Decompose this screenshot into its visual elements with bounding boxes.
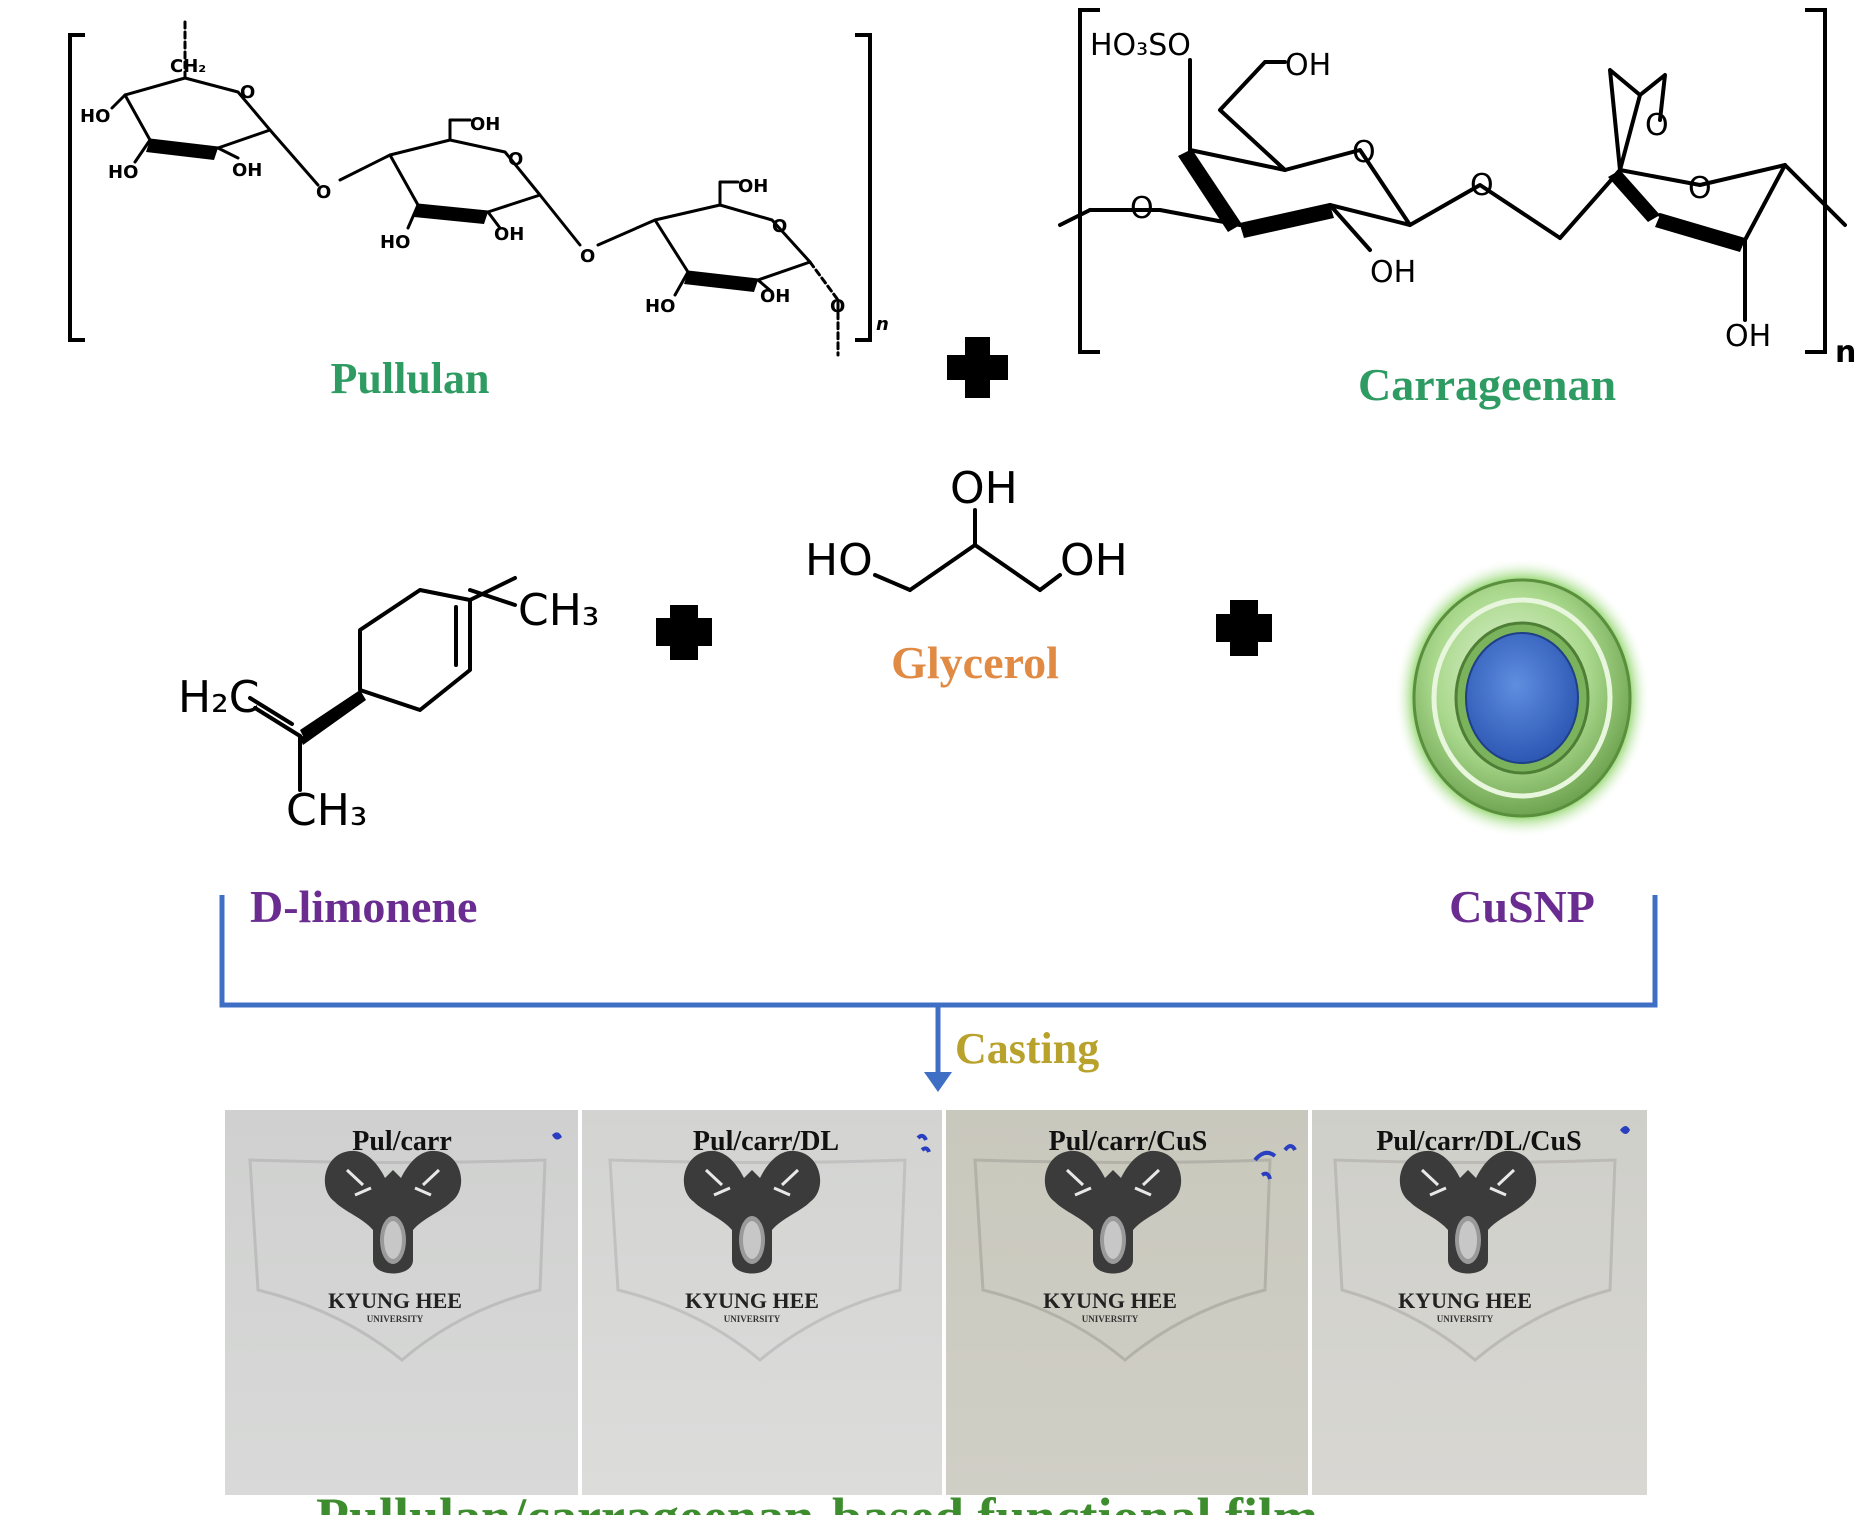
marker-mark	[1253, 1144, 1297, 1180]
pullulan-oh-atom: OH	[760, 286, 790, 307]
marker-mark	[916, 1133, 931, 1153]
dlimonene-structure: CH₃ H₂C CH₃ D-limonene	[178, 576, 599, 932]
carrageenan-ring-o-atom: O	[1688, 171, 1712, 206]
carrageenan-right-bracket	[1805, 8, 1827, 354]
dlimonene-ch3-bottom-atom: CH₃	[286, 785, 367, 836]
carrageenan-bridge-o-atom: O	[1130, 191, 1154, 226]
pullulan-ho-atom: HO	[645, 296, 675, 317]
carrageenan-left-bracket	[1078, 8, 1100, 354]
pullulan-ring-o-atom: O	[772, 216, 787, 237]
pullulan-left-bracket	[68, 33, 85, 342]
pullulan-oh-atom: OH	[470, 114, 500, 135]
pullulan-bridge-o-atom: O	[316, 182, 331, 203]
glycerol-oh-right-atom: OH	[1060, 535, 1128, 586]
cusnp-label: CuSNP	[1449, 881, 1595, 932]
glycerol-ho-left-atom: HO	[805, 535, 873, 586]
pullulan-label: Pullulan	[331, 354, 490, 403]
carrageenan-ring-o-atom: O	[1645, 108, 1669, 143]
figure-caption: Pullulan/carrageenan-based functional fi…	[316, 1487, 1318, 1515]
pullulan-ring-o-atom: O	[508, 149, 523, 170]
film-photo: Pul/carr/DL KYUNG HEE UNIVERSITY	[582, 1110, 942, 1495]
pullulan-ho-atom: HO	[380, 232, 410, 253]
carrageenan-bridge-o-atom: O	[1470, 168, 1494, 203]
carrageenan-ho3so-atom: HO₃SO	[1090, 28, 1191, 63]
plus-icon	[1216, 600, 1272, 656]
pullulan-oh-atom: OH	[232, 160, 262, 181]
marker-mark	[1620, 1126, 1630, 1134]
pullulan-right-bracket	[855, 33, 872, 342]
film-photos: Pul/carr KYUNG HEE UNIVERSITY Pul/carr/D…	[225, 1110, 1647, 1495]
marker-mark	[552, 1132, 562, 1140]
dlimonene-h2c-atom: H₂C	[178, 672, 259, 723]
dlimonene-ch3-top-atom: CH₃	[518, 585, 599, 636]
carrageenan-repeat-n: n	[1835, 335, 1856, 370]
film-photo: Pul/carr/CuS KYUNG HEE UNIVERSITY	[946, 1110, 1308, 1495]
logo-subtext: UNIVERSITY	[724, 1314, 781, 1324]
pullulan-repeat-n: n	[876, 314, 889, 335]
pullulan-bridge-o-atom: O	[580, 246, 595, 267]
pullulan-ho-atom: HO	[108, 162, 138, 183]
carrageenan-oh-atom: OH	[1285, 48, 1331, 83]
logo-text: KYUNG HEE	[1043, 1288, 1177, 1313]
pullulan-oh-atom: OH	[738, 176, 768, 197]
glycerol-label: Glycerol	[891, 637, 1059, 688]
pullulan-ring-o-atom: O	[240, 82, 255, 103]
film-photo: Pul/carr KYUNG HEE UNIVERSITY	[225, 1110, 578, 1495]
logo-subtext: UNIVERSITY	[367, 1314, 424, 1324]
glycerol-oh-top-atom: OH	[950, 463, 1018, 514]
logo-text: KYUNG HEE	[328, 1288, 462, 1313]
pullulan-ch2-atom: CH₂	[170, 56, 206, 77]
film-label: Pul/carr/DL/CuS	[1376, 1126, 1581, 1157]
dlimonene-label: D-limonene	[250, 881, 477, 932]
carrageenan-structure: HO₃SO OH O O OH O O O OH n Carrageenan	[1058, 8, 1856, 410]
plus-icon	[656, 605, 712, 660]
down-arrow-icon	[924, 1072, 952, 1092]
pullulan-ho-atom: HO	[80, 106, 110, 127]
film-label: Pul/carr/DL	[693, 1126, 839, 1157]
logo-subtext: UNIVERSITY	[1082, 1314, 1139, 1324]
plus-icon	[947, 337, 1008, 398]
casting-label: Casting	[955, 1024, 1099, 1073]
carrageenan-oh-atom: OH	[1725, 319, 1771, 354]
glycerol-structure: OH HO OH Glycerol	[805, 463, 1128, 688]
carrageenan-label: Carrageenan	[1358, 359, 1616, 410]
casting-connector: Casting	[219, 895, 1658, 1092]
film-label: Pul/carr	[352, 1126, 452, 1157]
film-photo: Pul/carr/DL/CuS KYUNG HEE UNIVERSITY	[1312, 1110, 1647, 1495]
pullulan-oh-atom: OH	[494, 224, 524, 245]
nanoparticle-core	[1465, 632, 1579, 764]
logo-subtext: UNIVERSITY	[1437, 1314, 1494, 1324]
carrageenan-ring-o-atom: O	[1352, 135, 1376, 170]
cusnp-nanoparticle: CuSNP	[1394, 558, 1650, 932]
carrageenan-oh-atom: OH	[1370, 255, 1416, 290]
logo-text: KYUNG HEE	[685, 1288, 819, 1313]
film-label: Pul/carr/CuS	[1049, 1126, 1208, 1157]
pullulan-bridge-o-atom: O	[830, 296, 845, 317]
logo-text: KYUNG HEE	[1398, 1288, 1532, 1313]
pullulan-structure: CH₂ O HO HO OH O OH O HO OH O OH O HO OH…	[68, 18, 889, 403]
